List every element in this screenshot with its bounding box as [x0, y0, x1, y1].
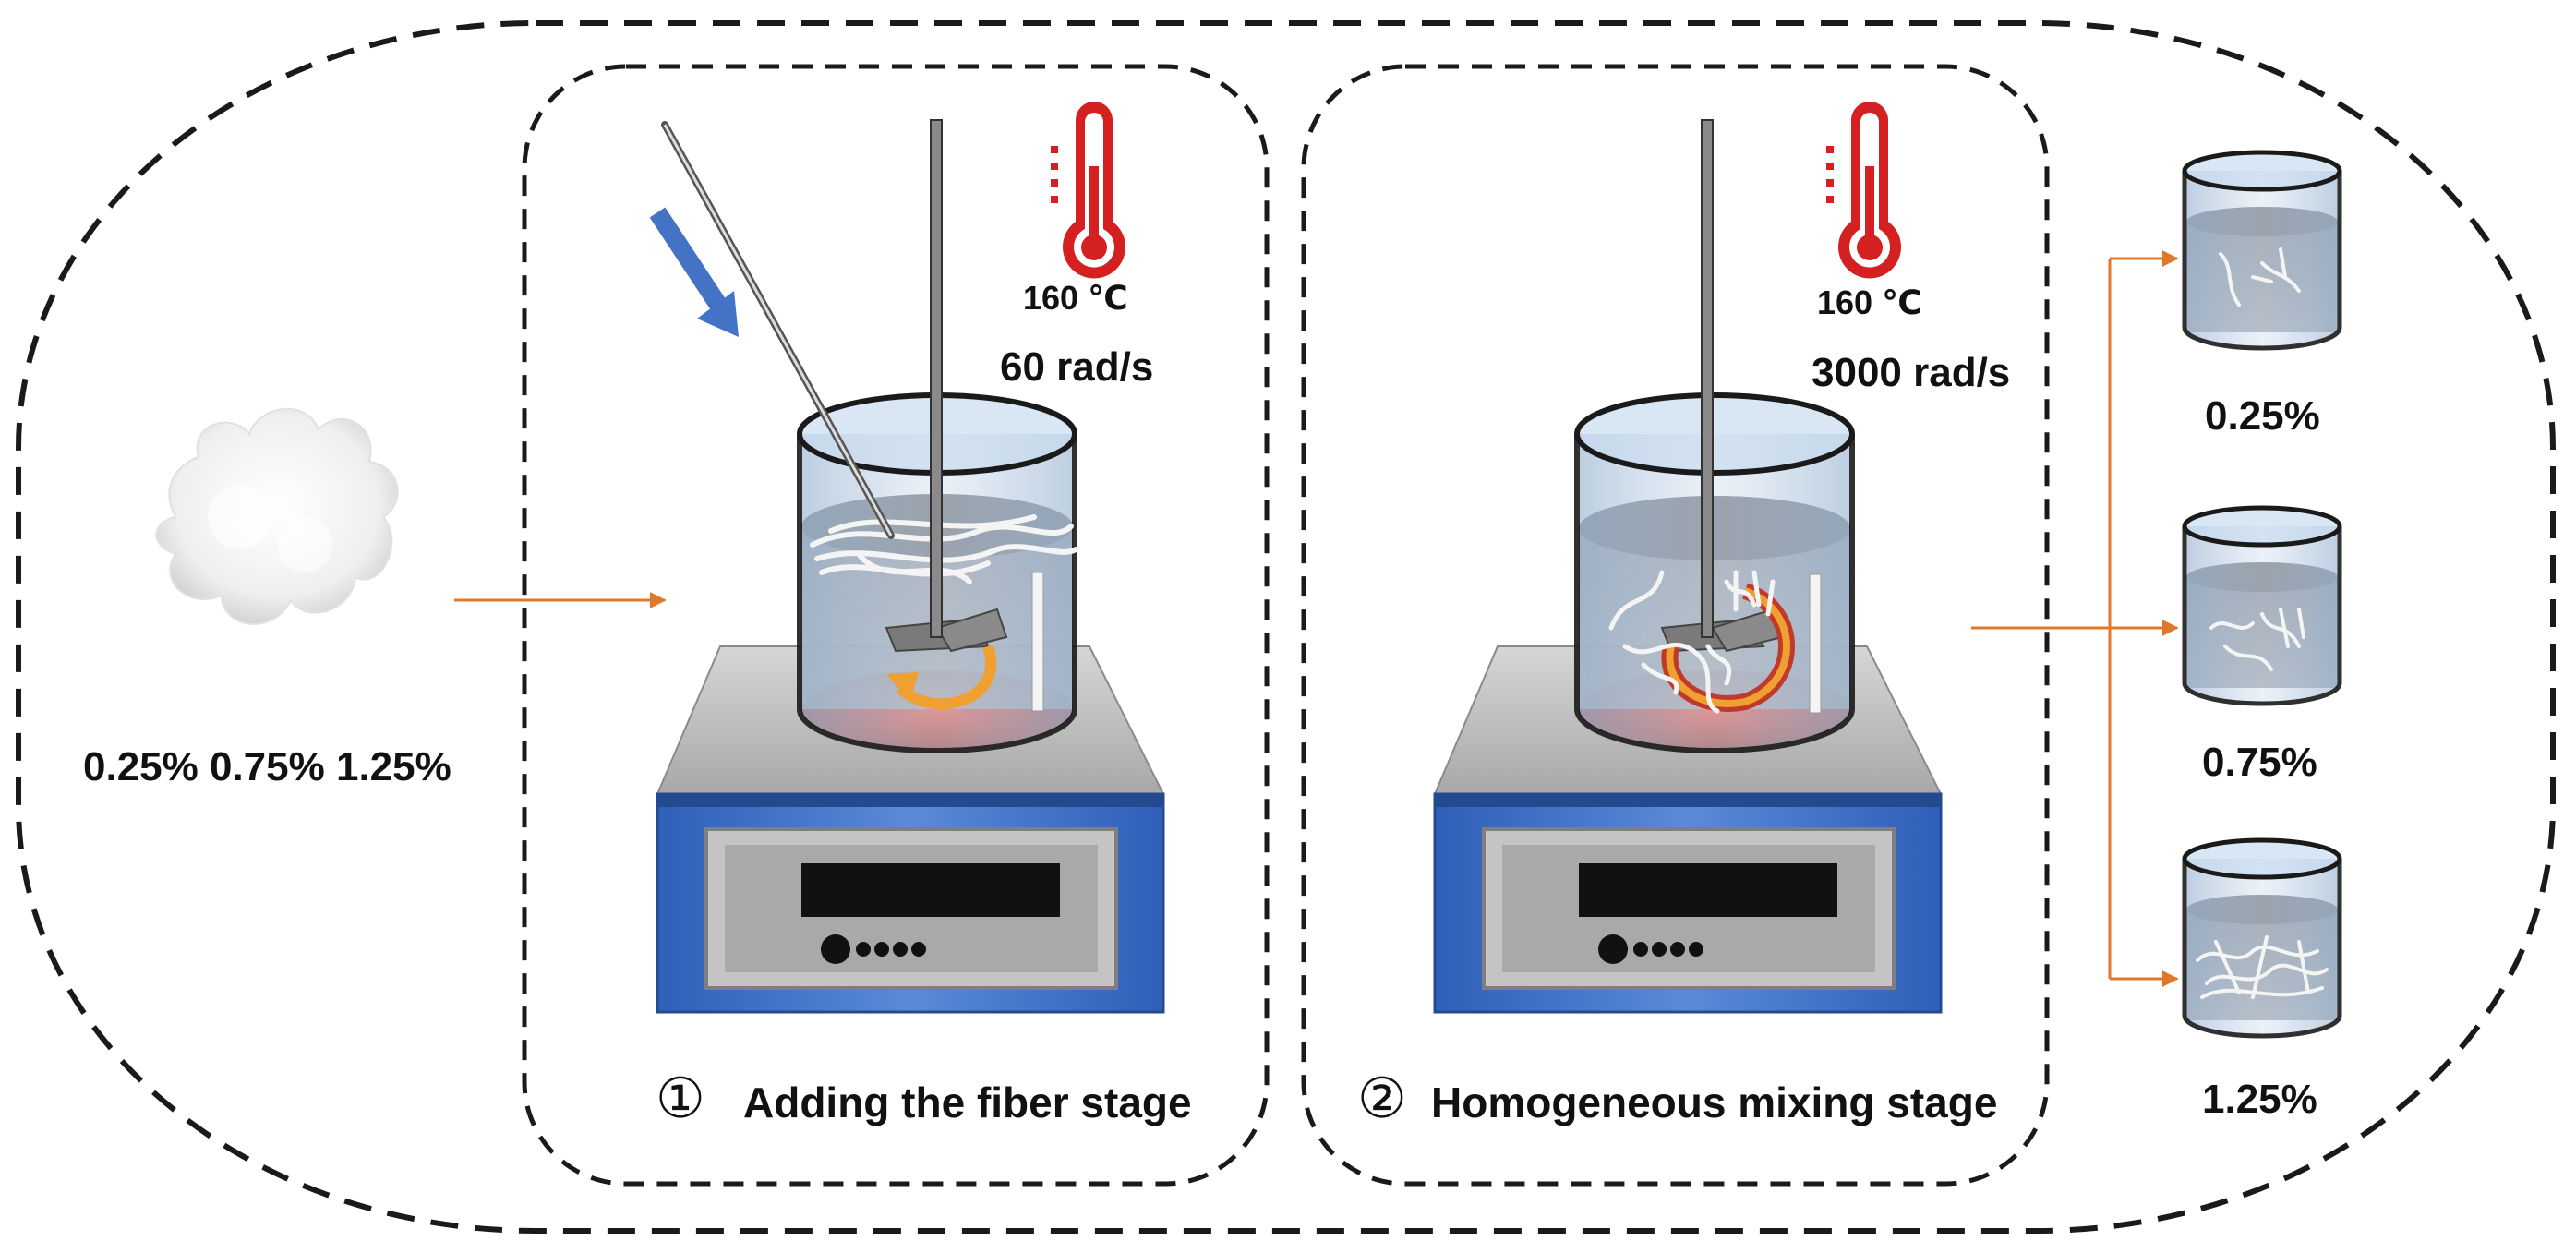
stage1-frame [522, 64, 1270, 1187]
sample-label-2: 0.75% [2202, 740, 2317, 785]
stage2-number: ② [1357, 1066, 1407, 1131]
sample-label-1: 0.25% [2205, 393, 2320, 439]
thermometer-icon [1826, 102, 1901, 279]
stage2-speed: 3000 rad/s [1812, 350, 2010, 395]
stage1-number: ① [656, 1066, 705, 1131]
sample-beaker-2 [2182, 505, 2342, 706]
outer-frame [16, 20, 2556, 1234]
magnetic-stirrer-icon [1433, 645, 1943, 1014]
stirrer-shaft [930, 119, 943, 638]
stage2-temperature: 160 ℃ [1817, 283, 1922, 321]
sample-beaker-1 [2182, 150, 2342, 351]
stage2-apparatus [1433, 119, 1943, 1014]
magnetic-stirrer-icon [656, 645, 1165, 1014]
beaker-icon [1574, 392, 1855, 753]
cotton-fiber-icon [155, 407, 399, 625]
fiber-contents-label: 0.25% 0.75% 1.25% [83, 744, 451, 789]
stage2-frame [1301, 64, 2050, 1187]
output-arrows [1971, 250, 2179, 987]
sample-beaker-3 [2182, 837, 2342, 1039]
add-direction-arrow [649, 207, 739, 337]
stage1-title: Adding the fiber stage [743, 1078, 1192, 1126]
stirrer-shaft [1701, 119, 1714, 638]
stage2-title: Homogeneous mixing stage [1431, 1078, 1997, 1126]
stage1-speed: 60 rad/s [1000, 344, 1153, 390]
sample-label-3: 1.25% [2202, 1077, 2317, 1122]
stage1-temperature: 160 ℃ [1023, 279, 1128, 317]
stage1-apparatus [649, 119, 1165, 1014]
thermometer-icon [1051, 102, 1125, 279]
